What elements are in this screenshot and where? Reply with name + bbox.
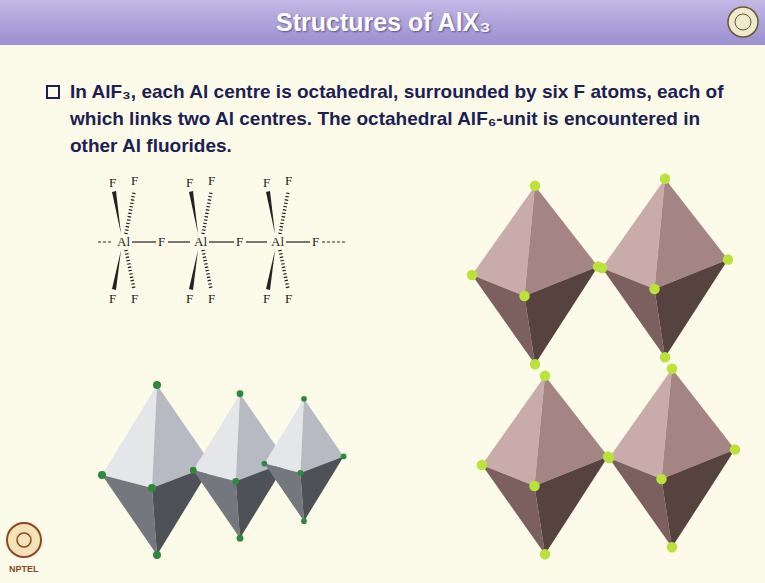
atom-label: F (312, 235, 319, 249)
atom-label: F (263, 292, 270, 306)
header-bar (0, 0, 765, 45)
logo-text: NPTEL (9, 564, 39, 574)
bullet-square (47, 86, 59, 98)
atom-label: F (208, 292, 215, 306)
atom-label: F (131, 292, 138, 306)
wedge-bonds (112, 191, 275, 290)
atom-label: F (109, 292, 116, 306)
atom-label: F (208, 174, 215, 188)
hashed-bonds (126, 192, 288, 289)
bond-lines (98, 241, 345, 242)
atom-label: F (285, 292, 292, 306)
slide-title: Structures of AlX₃ (276, 8, 491, 37)
atom-label: Al (194, 235, 207, 249)
atom-label: Al (117, 235, 130, 249)
bullet-text: In AlF₃, each Al centre is octahedral, s… (70, 78, 738, 159)
atom-label: F (131, 174, 138, 188)
atom-label: F (285, 174, 292, 188)
nptel-logo (7, 523, 41, 557)
atom-label: F (109, 176, 116, 190)
atom-label: F (186, 292, 193, 306)
atom-label: F (263, 176, 270, 190)
octahedra-chain (98, 381, 346, 559)
atom-label: F (236, 235, 243, 249)
institute-seal (728, 7, 758, 37)
atom-label: F (186, 176, 193, 190)
atom-label: F (158, 235, 165, 249)
octahedra-network (467, 174, 741, 560)
atom-label: Al (271, 235, 284, 249)
